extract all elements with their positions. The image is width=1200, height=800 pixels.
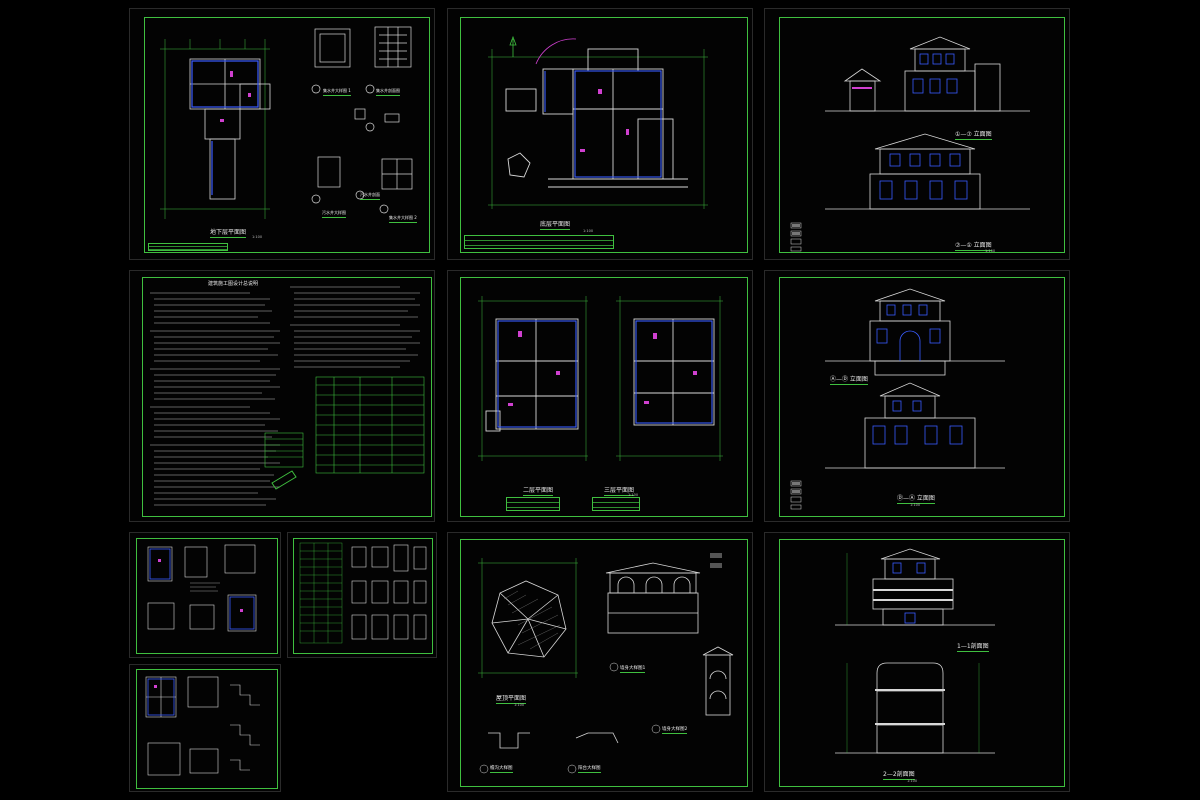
section-1-title: 1—1剖面图 xyxy=(957,643,989,652)
ground-floor-plan-title: 底层平面图 xyxy=(540,221,571,230)
title-block xyxy=(506,497,560,511)
basement-plan-scale: 1:100 xyxy=(252,235,263,239)
sheet-frame xyxy=(136,538,278,654)
sheet-frame xyxy=(460,17,748,253)
sheet-stair-details[interactable] xyxy=(129,664,281,792)
title-block xyxy=(464,235,614,249)
sheet-ground-floor-plan[interactable]: 底层平面图 1:100 xyxy=(447,8,753,260)
sheet-sections[interactable]: 1—1剖面图 2—2剖面图 1:100 xyxy=(764,532,1070,792)
floor-2-plan-title: 二层平面图 xyxy=(523,487,554,496)
floor-3-plan-title: 三层平面图 xyxy=(604,487,635,496)
roof-plan-drawing xyxy=(478,553,734,774)
sheet-elevations-b[interactable]: Ⓐ—Ⓓ 立面图 Ⓓ—Ⓐ 立面图 1:100 xyxy=(764,270,1070,522)
detail-title-3: 污水井剖面 xyxy=(360,192,380,200)
balcony-detail-title: 阳台大样图 xyxy=(578,766,601,773)
sheet-elevations-a[interactable]: ①—⑦ 立面图 ⑦—① 立面图 1:100 xyxy=(764,8,1070,260)
section-2-title: 2—2剖面图 xyxy=(883,771,915,780)
sections-scale: 1:100 xyxy=(907,779,918,783)
detail-title-2: 集水井剖面图 xyxy=(376,88,400,96)
elevations-a-drawing xyxy=(790,36,1030,252)
elevations-b-drawing xyxy=(790,288,1005,510)
sheet-frame xyxy=(136,669,278,789)
elevation-a1-title: ①—⑦ 立面图 xyxy=(955,131,992,140)
gutter-detail-title: 檐沟大样图 xyxy=(490,766,513,773)
sheet-door-window-schedule[interactable] xyxy=(287,532,437,658)
notes-title: 建筑施工图设计总说明 xyxy=(208,281,259,287)
sheet-roof-plan-details[interactable]: 屋顶平面图 1:100 墙身大样图1 墙身大样图2 檐沟大样图 阳台大样图 xyxy=(447,532,753,792)
sheet-frame xyxy=(779,277,1065,517)
detail-title-5: 集水井大样图 2 xyxy=(389,215,417,223)
elevations-a-scale: 1:100 xyxy=(985,249,996,253)
sheet-frame xyxy=(142,277,432,517)
floor-2-3-plans-drawing xyxy=(478,296,723,461)
ground-floor-plan-scale: 1:100 xyxy=(583,229,594,233)
elevation-b2-title: Ⓓ—Ⓐ 立面图 xyxy=(897,495,935,504)
sheet-basement-plan[interactable]: 地下层平面图 1:100 集水井大样图 1 集水井剖面图 污水井剖面 污水井大样… xyxy=(129,8,435,260)
sheet-frame xyxy=(460,539,748,787)
ground-floor-plan-drawing xyxy=(488,35,708,209)
stair-details-drawing xyxy=(145,676,260,776)
sheet-frame xyxy=(460,277,748,517)
sections-drawing xyxy=(835,548,995,754)
detail-title-4: 污水井大样图 xyxy=(322,210,346,218)
floor-2-3-scale: 1:100 xyxy=(628,493,639,497)
elevation-b1-title: Ⓐ—Ⓓ 立面图 xyxy=(830,376,868,385)
basement-plan-drawing xyxy=(160,26,413,219)
door-window-schedule-drawing xyxy=(299,542,427,644)
sheet-frame xyxy=(779,17,1065,253)
sheet-floor-2-3-plans[interactable]: 二层平面图 三层平面图 1:100 xyxy=(447,270,753,522)
sheet-frame xyxy=(144,17,430,253)
title-block xyxy=(148,243,228,251)
wall-detail-2-title: 墙身大样图2 xyxy=(662,727,688,734)
sheet-frame xyxy=(293,538,433,654)
detail-title-1: 集水井大样图 1 xyxy=(323,88,351,96)
detail-small-1-drawing xyxy=(147,544,257,632)
wall-detail-1-title: 墙身大样图1 xyxy=(620,666,646,673)
roof-plan-scale: 1:100 xyxy=(514,703,525,707)
basement-plan-title: 地下层平面图 xyxy=(210,229,247,238)
sheet-detail-small-1[interactable] xyxy=(129,532,281,658)
notes-text-block xyxy=(150,286,425,506)
elevation-a2-title: ⑦—① 立面图 xyxy=(955,242,992,251)
sheet-frame xyxy=(779,539,1065,787)
sheet-general-notes[interactable]: 建筑施工图设计总说明 xyxy=(129,270,435,522)
title-block xyxy=(592,497,640,511)
roof-plan-title: 屋顶平面图 xyxy=(496,695,527,704)
elevations-b-scale: 1:100 xyxy=(910,503,921,507)
